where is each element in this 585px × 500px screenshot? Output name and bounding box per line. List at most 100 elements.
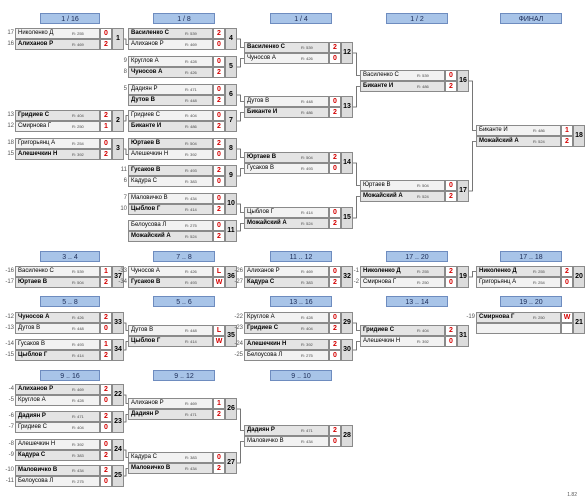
player-rating: R: 448 [185, 328, 197, 333]
player-name: Алиханов Р [247, 268, 280, 274]
match-number: 23 [112, 411, 124, 433]
player-name: Круглов А [18, 397, 46, 403]
player-rating: R: 275 [301, 353, 313, 358]
player-name: Маловичко В [18, 467, 58, 473]
player-name: Василенко С [363, 72, 399, 78]
connector-line [353, 52, 360, 76]
player-rating: R: 392 [72, 442, 84, 447]
player-rating: R: 414 [185, 207, 197, 212]
seed-number: -19 [466, 314, 475, 320]
connector-line [469, 271, 476, 278]
player-name: Дутов В [247, 98, 270, 104]
player-row[interactable] [476, 323, 561, 334]
set-score: 2 [100, 277, 112, 288]
set-score: 2 [213, 409, 225, 420]
set-score: 2 [329, 339, 341, 350]
set-score: 0 [213, 39, 225, 50]
seed-number: -26 [234, 268, 243, 274]
set-score: 0 [213, 110, 225, 121]
match-number: 33 [112, 312, 124, 334]
player-name: Цыблов Г [247, 209, 274, 215]
match-number: 17 [457, 180, 469, 202]
player-name: Можайский А [131, 233, 171, 239]
set-score: 2 [329, 323, 341, 334]
